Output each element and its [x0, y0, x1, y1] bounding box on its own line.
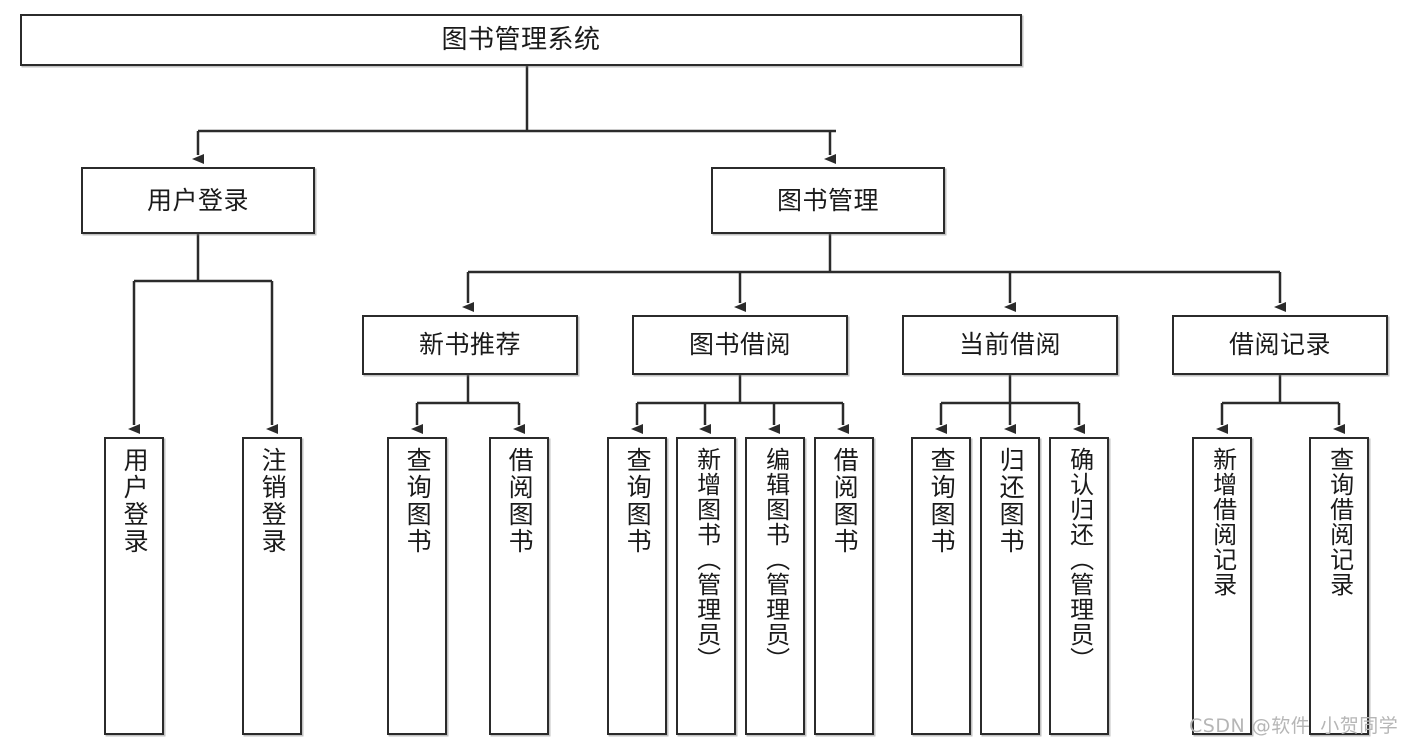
node-leaf-query-book-2-label: 查询图书 — [623, 447, 653, 555]
node-leaf-query-book-2[interactable]: 查询图书 — [607, 437, 667, 735]
node-user-login[interactable]: 用户登录 — [81, 167, 315, 234]
node-leaf-add-book-label: 新增图书（管理员） — [692, 447, 721, 672]
node-leaf-borrow-book-1-label: 借阅图书 — [505, 447, 535, 555]
node-book-management-label: 图书管理 — [776, 185, 879, 215]
node-user-login-label: 用户登录 — [146, 185, 249, 215]
node-current-borrow[interactable]: 当前借阅 — [902, 315, 1118, 375]
node-leaf-add-book[interactable]: 新增图书（管理员） — [676, 437, 736, 735]
node-leaf-confirm-return[interactable]: 确认归还（管理员） — [1049, 437, 1109, 735]
node-leaf-logout-login-label: 注销登录 — [258, 447, 288, 555]
csdn-watermark: CSDN @软件_小贺同学 — [1189, 715, 1399, 737]
node-leaf-confirm-return-label: 确认归还（管理员） — [1065, 447, 1094, 672]
node-leaf-query-book-3-label: 查询图书 — [927, 447, 957, 555]
node-borrow-record-label: 借阅记录 — [1228, 330, 1331, 360]
node-book-management[interactable]: 图书管理 — [711, 167, 945, 234]
node-leaf-borrow-book-2[interactable]: 借阅图书 — [814, 437, 874, 735]
node-leaf-add-record-label: 新增借阅记录 — [1208, 447, 1237, 597]
node-leaf-user-login[interactable]: 用户登录 — [104, 437, 164, 735]
node-borrow-record[interactable]: 借阅记录 — [1172, 315, 1388, 375]
node-leaf-query-book-3[interactable]: 查询图书 — [911, 437, 971, 735]
node-leaf-borrow-book-2-label: 借阅图书 — [830, 447, 860, 555]
node-leaf-return-book[interactable]: 归还图书 — [980, 437, 1040, 735]
node-leaf-add-record[interactable]: 新增借阅记录 — [1192, 437, 1252, 735]
node-current-borrow-label: 当前借阅 — [958, 330, 1061, 360]
node-root-label: 图书管理系统 — [441, 24, 601, 55]
node-leaf-query-book-1[interactable]: 查询图书 — [387, 437, 447, 735]
node-book-borrow-label: 图书借阅 — [688, 330, 791, 360]
node-leaf-edit-book[interactable]: 编辑图书（管理员） — [745, 437, 805, 735]
node-leaf-query-record[interactable]: 查询借阅记录 — [1309, 437, 1369, 735]
node-new-book-recommend-label: 新书推荐 — [418, 330, 521, 360]
node-leaf-borrow-book-1[interactable]: 借阅图书 — [489, 437, 549, 735]
node-leaf-logout-login[interactable]: 注销登录 — [242, 437, 302, 735]
node-leaf-edit-book-label: 编辑图书（管理员） — [761, 447, 790, 672]
node-new-book-recommend[interactable]: 新书推荐 — [362, 315, 578, 375]
node-leaf-query-record-label: 查询借阅记录 — [1325, 447, 1354, 597]
node-book-borrow[interactable]: 图书借阅 — [632, 315, 848, 375]
node-leaf-user-login-label: 用户登录 — [120, 447, 150, 555]
node-leaf-return-book-label: 归还图书 — [996, 447, 1026, 555]
node-leaf-query-book-1-label: 查询图书 — [403, 447, 433, 555]
node-root[interactable]: 图书管理系统 — [20, 14, 1022, 66]
